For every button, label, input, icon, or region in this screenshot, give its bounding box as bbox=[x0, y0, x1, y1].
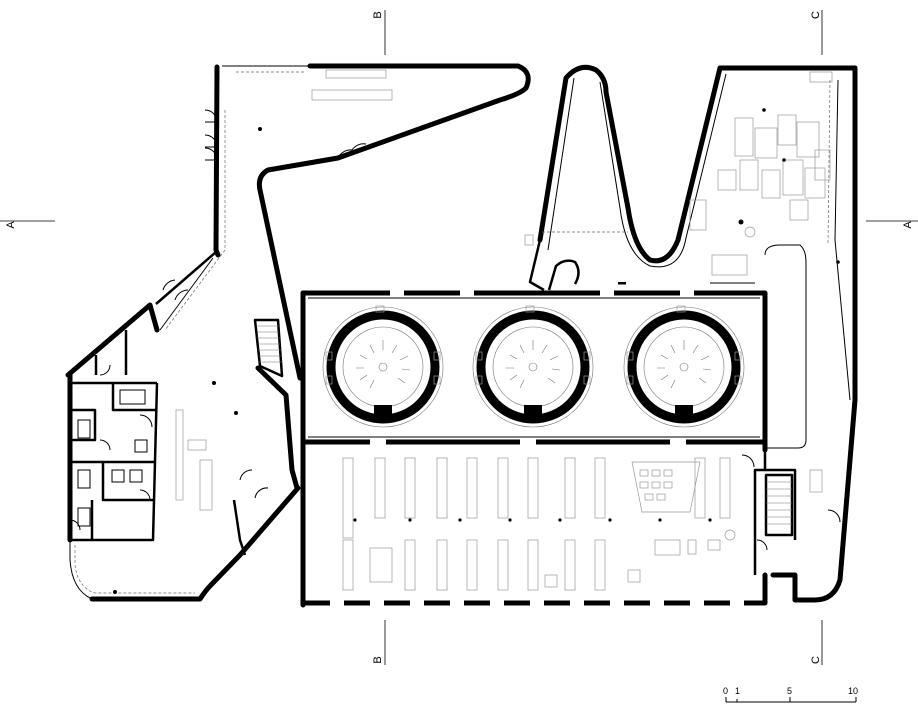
section-marker-b-bottom: B bbox=[372, 656, 384, 663]
left-wing-walls bbox=[65, 63, 531, 602]
section-cut-lines bbox=[0, 10, 918, 665]
section-marker-c-bottom: C bbox=[810, 656, 822, 664]
section-marker-a-left: A bbox=[5, 221, 17, 229]
section-marker-labels: A A B B C C bbox=[5, 11, 914, 664]
lower-hall-shelving bbox=[342, 457, 736, 591]
section-marker-c-top: C bbox=[810, 11, 822, 19]
scale-label-5: 5 bbox=[787, 686, 792, 696]
hall-window-marks bbox=[330, 290, 744, 606]
scale-label-10: 10 bbox=[848, 686, 858, 696]
central-round-hall bbox=[300, 290, 768, 608]
right-wing-furniture bbox=[524, 71, 840, 493]
left-wing-service-rooms bbox=[69, 330, 157, 540]
left-stair bbox=[232, 318, 300, 556]
section-marker-a-right: A bbox=[902, 221, 914, 229]
scale-bar: 0 1 5 10 bbox=[723, 686, 858, 703]
round-stack-3 bbox=[623, 306, 745, 428]
round-stack-chairs bbox=[325, 305, 742, 385]
left-wing-furniture bbox=[113, 69, 393, 594]
round-stack-1 bbox=[322, 306, 444, 428]
right-wing-walls bbox=[528, 64, 858, 603]
left-wing-doors bbox=[162, 109, 367, 499]
round-stack-2 bbox=[472, 306, 594, 428]
right-stair bbox=[741, 454, 841, 551]
scale-label-1: 1 bbox=[735, 686, 740, 696]
section-marker-b-top: B bbox=[372, 11, 384, 18]
scale-label-0: 0 bbox=[723, 686, 728, 696]
